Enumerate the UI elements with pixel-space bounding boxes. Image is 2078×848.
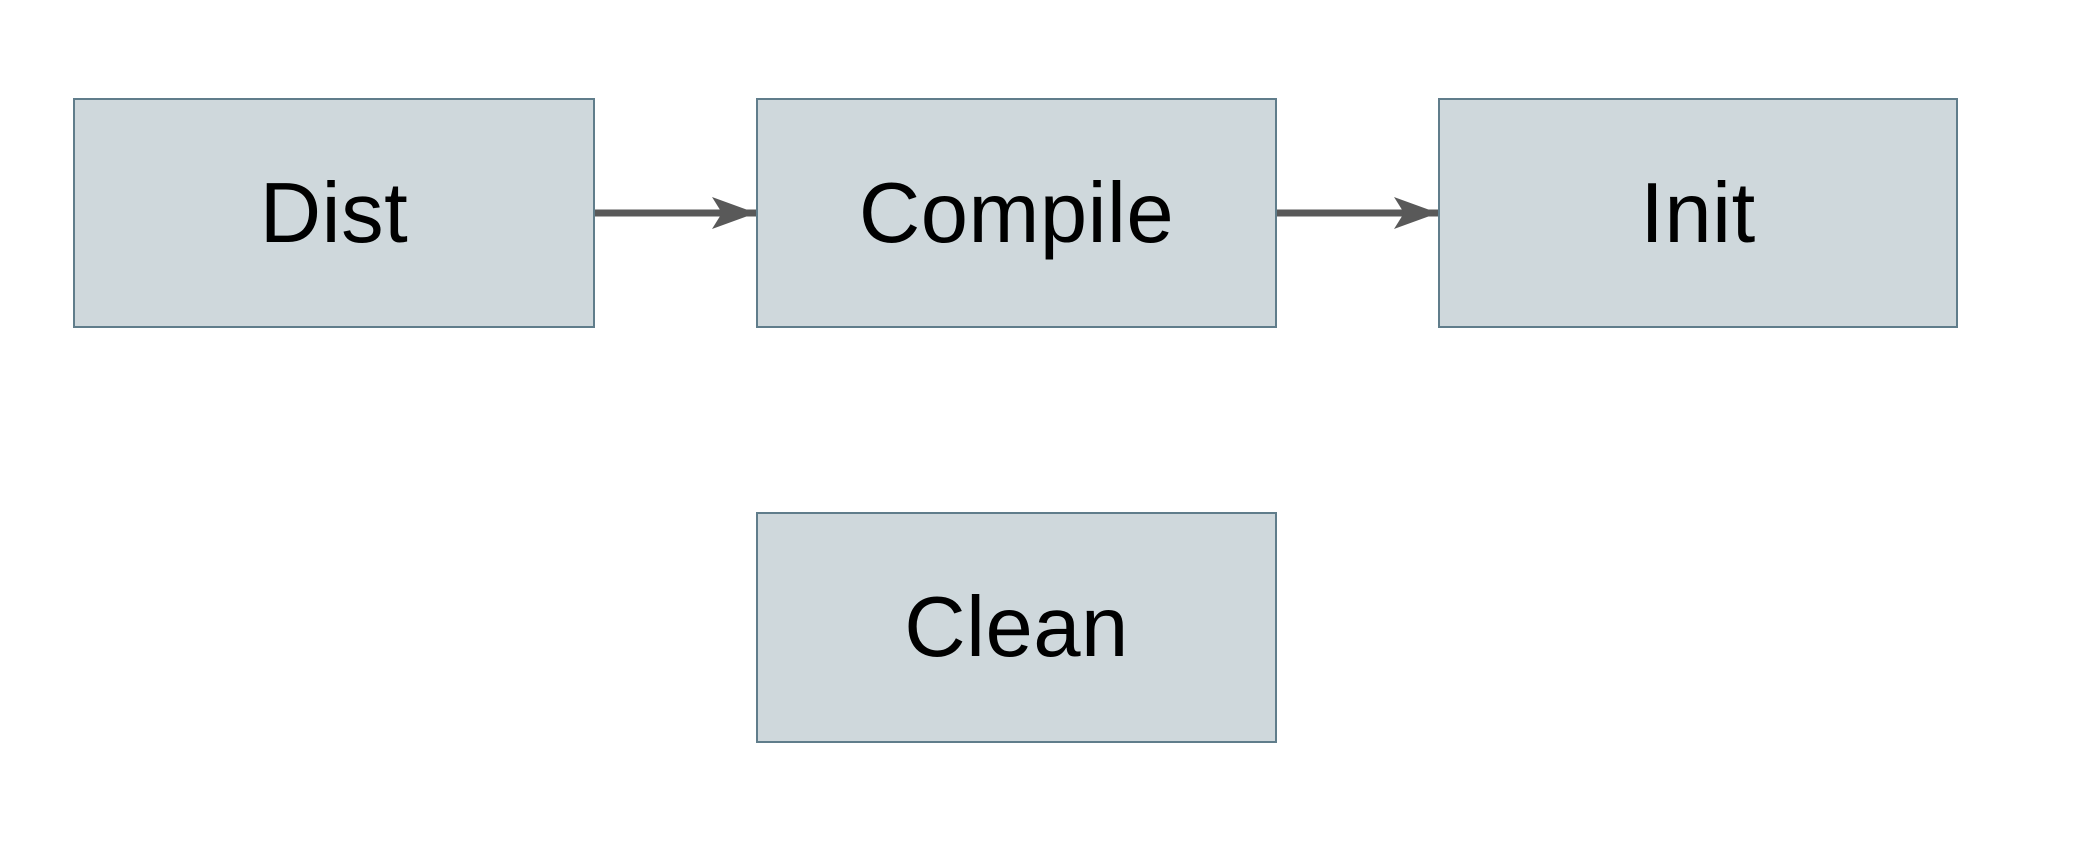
node-init: Init bbox=[1438, 98, 1958, 328]
node-compile: Compile bbox=[756, 98, 1277, 328]
node-clean-label: Clean bbox=[904, 580, 1129, 675]
node-compile-label: Compile bbox=[858, 165, 1175, 261]
node-init-label: Init bbox=[1640, 165, 1756, 261]
node-clean: Clean bbox=[756, 512, 1277, 743]
node-dist: Dist bbox=[73, 98, 595, 328]
node-dist-label: Dist bbox=[259, 165, 409, 261]
